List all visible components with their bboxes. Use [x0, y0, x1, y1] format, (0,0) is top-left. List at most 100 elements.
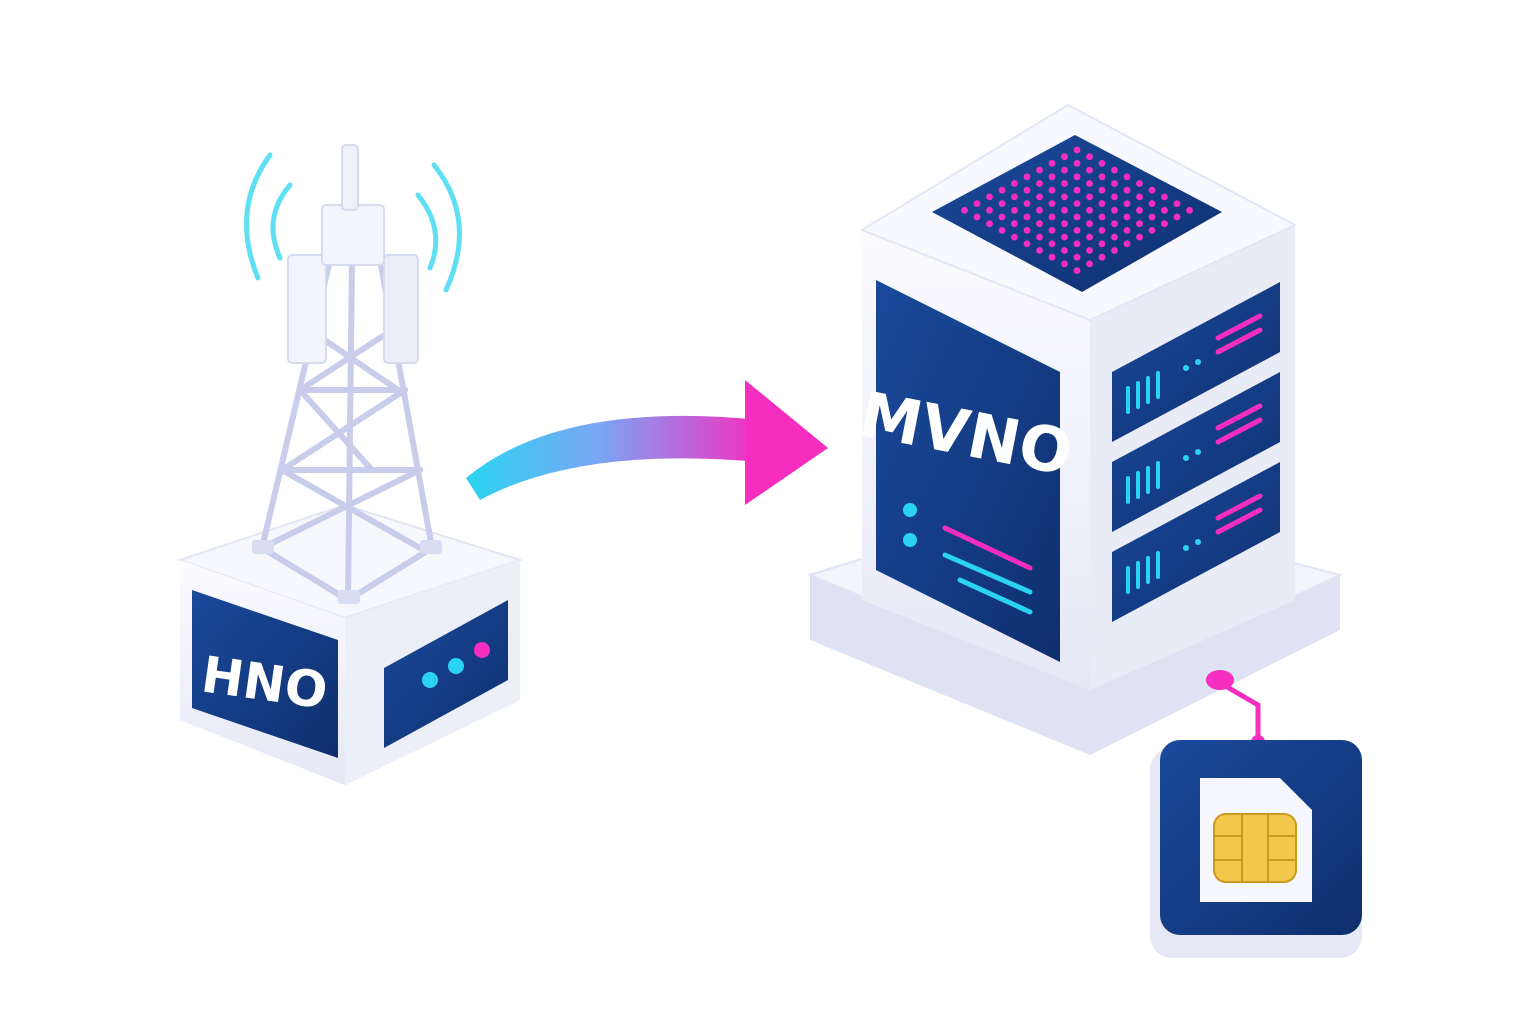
vent-dot [1148, 200, 1156, 208]
vent-dot [1086, 220, 1093, 228]
vent-dot [1036, 220, 1043, 228]
rack-unit-1 [1112, 282, 1280, 442]
vent-dot [1123, 227, 1131, 234]
vent-dot [1073, 253, 1081, 261]
vent-dot [1123, 240, 1131, 248]
vent-dot [998, 186, 1006, 194]
hno-label-panel [192, 590, 338, 758]
vent-dot [986, 220, 993, 228]
vent-dot [1036, 193, 1043, 201]
vent-dots [961, 146, 1193, 274]
vent-dot [1086, 260, 1093, 268]
vent-dot [1086, 233, 1093, 241]
vent-dot [1123, 173, 1131, 181]
vent-dot [1136, 220, 1143, 228]
vent-dot [1098, 253, 1106, 261]
vent-dot [1073, 160, 1081, 167]
vent-dot [1073, 186, 1081, 194]
vent-dot [1036, 233, 1043, 241]
vent-dot [1073, 146, 1081, 154]
vent-dot [1048, 240, 1056, 248]
vent-dot [1111, 220, 1118, 228]
vent-dot [961, 206, 968, 214]
hno-node: HNO [176, 144, 524, 785]
vent-dot [1036, 180, 1043, 187]
vent-dot [1036, 166, 1043, 174]
vent-dot [1086, 193, 1093, 201]
vent-dot [1073, 200, 1081, 208]
vent-dot [1098, 160, 1106, 167]
vent-dot [1023, 173, 1031, 181]
vent-dot [1061, 247, 1068, 254]
vent-dot [1086, 206, 1093, 214]
vent-dot [986, 193, 993, 201]
vent-dot [1111, 193, 1118, 201]
vent-dot [1048, 173, 1056, 181]
vent-dot [1136, 193, 1143, 201]
vent-dot [1098, 227, 1106, 234]
vent-dot [1061, 220, 1068, 228]
vent-dot [1023, 200, 1031, 208]
vent-dot [1061, 233, 1068, 241]
vent-dot [1023, 186, 1031, 194]
vent-dot [1098, 213, 1106, 221]
vent-dot [1073, 227, 1081, 234]
server-top-panel [932, 135, 1222, 292]
vent-dot [1148, 186, 1156, 194]
vent-dot [1111, 180, 1118, 187]
vent-dot [1023, 213, 1031, 221]
vent-dot [1123, 213, 1131, 221]
vent-dot [1148, 227, 1156, 234]
vent-dot [1173, 213, 1181, 221]
vent-dot [1048, 253, 1056, 261]
hno-status-panel [384, 600, 508, 748]
vent-dot [1036, 247, 1043, 254]
vent-dot [1123, 200, 1131, 208]
vent-dot [1123, 186, 1131, 194]
vent-dot [1011, 220, 1018, 228]
vent-dot [1048, 160, 1056, 167]
vent-dot [1023, 240, 1031, 248]
vent-dot [1186, 206, 1193, 214]
vent-dot [1048, 186, 1056, 194]
vent-dot [998, 227, 1006, 234]
vent-dot [1161, 206, 1168, 214]
vent-dot [1111, 233, 1118, 241]
vent-dot [1136, 233, 1143, 241]
front-status-dot-2 [903, 533, 917, 547]
vent-dot [1086, 153, 1093, 161]
vent-dot [1136, 180, 1143, 187]
antenna-panels [287, 144, 419, 364]
rack-unit-2 [1112, 372, 1280, 532]
vent-dot [1061, 260, 1068, 268]
vent-dot [1073, 267, 1081, 274]
vent-dot [1098, 200, 1106, 208]
vent-dot [1173, 200, 1181, 208]
vent-dot [998, 213, 1006, 221]
vent-dot [1073, 213, 1081, 221]
vent-dot [998, 200, 1006, 208]
vent-dot [1086, 247, 1093, 254]
vent-dot [1098, 173, 1106, 181]
vent-dot [1061, 180, 1068, 187]
vent-dot [1161, 193, 1168, 201]
vent-dot [1111, 206, 1118, 214]
vent-dot [1086, 180, 1093, 187]
server-rack-icon: MVNO [854, 103, 1298, 690]
vent-dot [1061, 166, 1068, 174]
vent-dot [1098, 186, 1106, 194]
vent-dot [1098, 240, 1106, 248]
hno-status-dot-1 [422, 672, 438, 688]
vent-dot [1111, 247, 1118, 254]
vent-dot [1048, 227, 1056, 234]
vent-dot [1111, 166, 1118, 174]
front-status-dot-1 [903, 503, 917, 517]
vent-dot [1136, 206, 1143, 214]
vent-dot [973, 200, 981, 208]
vent-dot [1148, 213, 1156, 221]
vent-dot [1086, 166, 1093, 174]
mvno-node: MVNO [807, 103, 1362, 958]
vent-dot [1073, 240, 1081, 248]
sim-card-icon [1150, 740, 1362, 958]
